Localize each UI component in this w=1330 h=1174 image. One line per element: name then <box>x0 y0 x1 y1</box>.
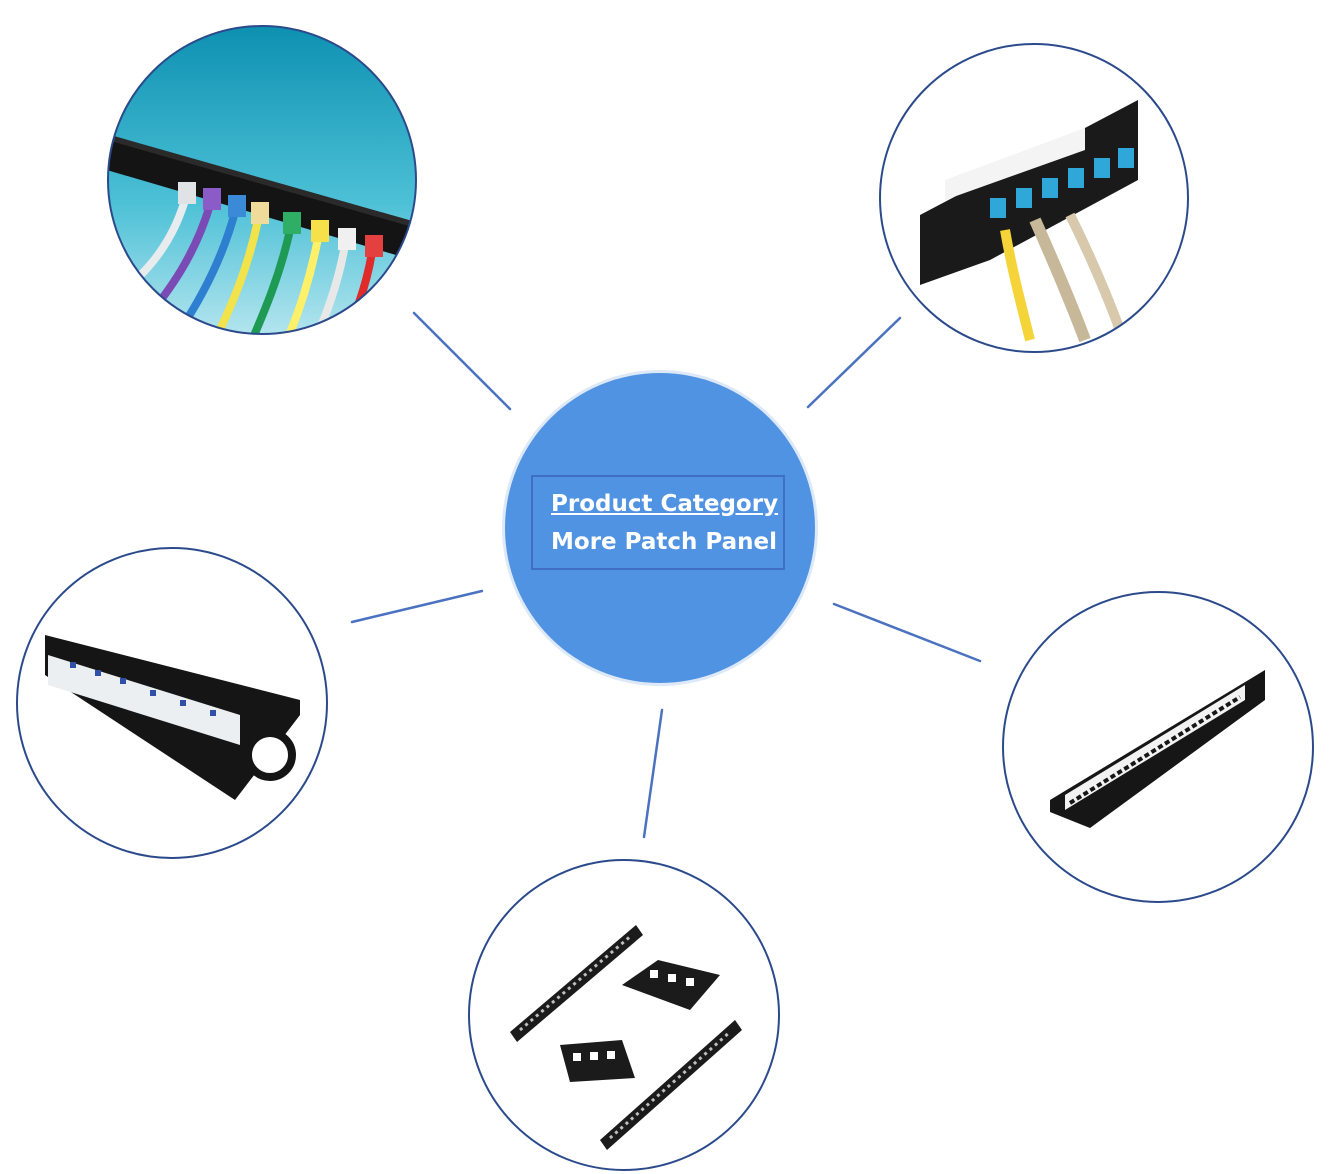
center-subtitle: More Patch Panel <box>551 528 778 555</box>
product-ring-top-left <box>107 25 417 335</box>
connector-middle-right <box>832 602 982 663</box>
product-ring-middle-left <box>16 547 328 859</box>
center-circle <box>505 373 815 683</box>
connector-top-left <box>412 311 512 411</box>
connector-bottom <box>642 708 664 839</box>
product-ring-middle-right <box>1002 591 1314 903</box>
center-label-box: Product Category More Patch Panel <box>531 475 785 570</box>
product-image-patch-panel-colored-cables <box>108 26 416 334</box>
connector-middle-left <box>350 589 484 624</box>
product-ring-bottom <box>468 859 780 1171</box>
product-image-patch-panel-with-cable-manager <box>17 548 327 858</box>
connector-lines <box>350 311 982 839</box>
product-category-link[interactable]: Product Category <box>551 490 779 517</box>
product-image-keystone-patch-panel-blue-modules <box>880 44 1188 352</box>
connector-top-right <box>806 316 902 409</box>
product-ring-top-right <box>879 43 1189 353</box>
product-image-48-port-patch-panel <box>1003 592 1313 902</box>
product-image-blank-patch-panels-and-brackets <box>469 860 779 1170</box>
